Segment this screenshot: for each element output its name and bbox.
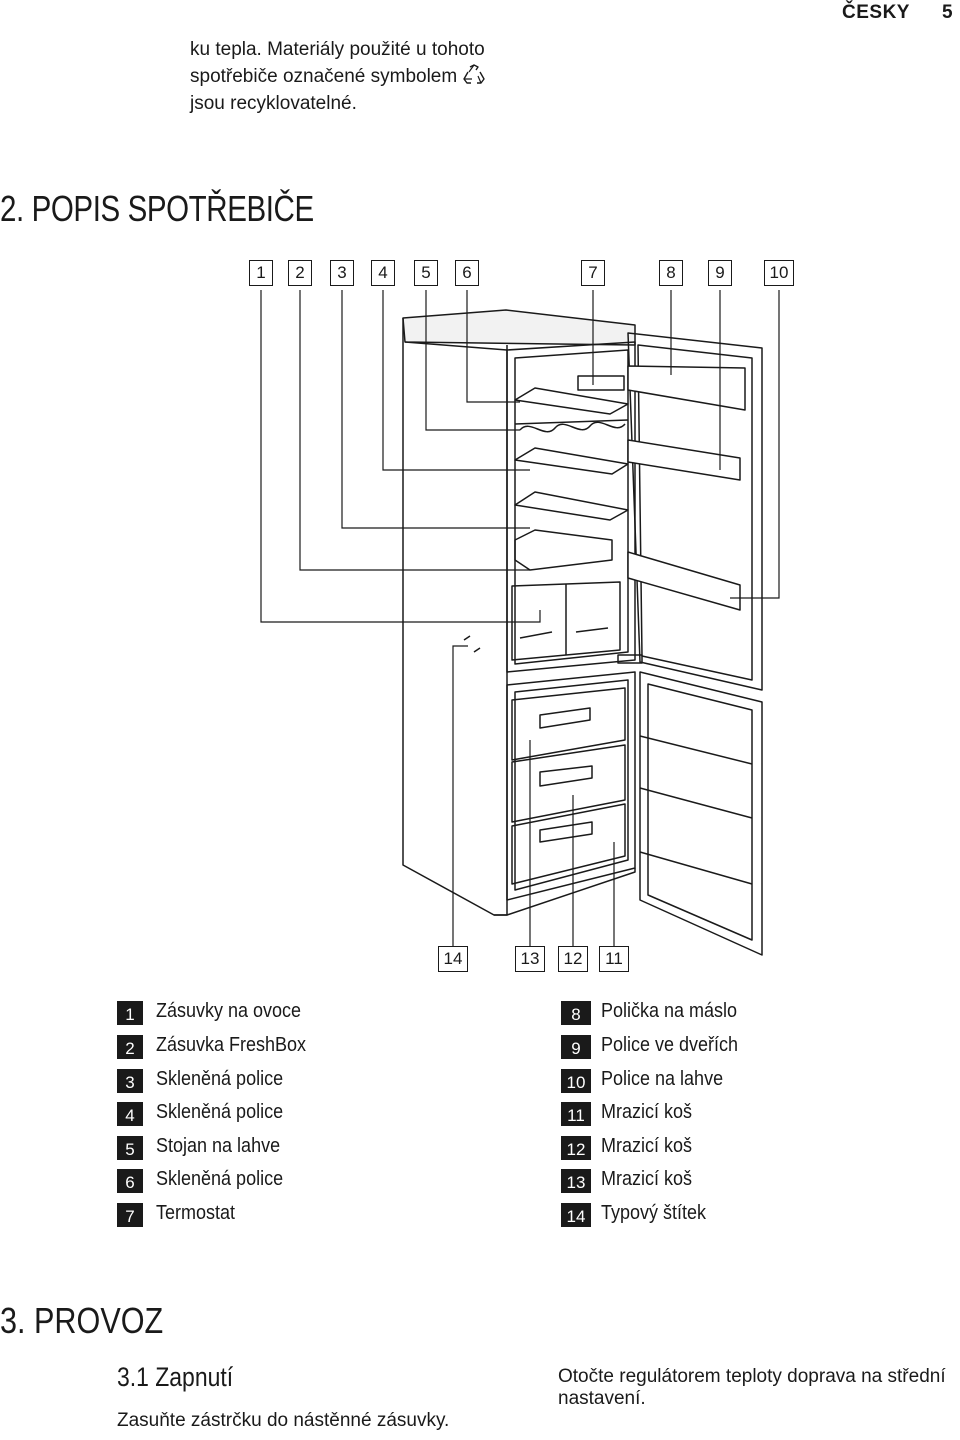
legend-label: Zásuvky na ovoce	[156, 1000, 302, 1022]
legend-label: Police ve dveřích	[601, 1034, 739, 1056]
intro-line-3: jsou recyklovatelné.	[190, 93, 357, 114]
header-language: ČESKY	[842, 2, 910, 23]
callout-13: 13	[515, 946, 545, 972]
section-heading-operation: 3. PROVOZ	[0, 1300, 164, 1341]
intro-line-1: ku tepla. Materiály použité u tohoto	[190, 39, 485, 60]
legend-number: 9	[561, 1035, 591, 1059]
legend-label: Mrazicí koš	[601, 1135, 693, 1157]
intro-line-2: spotřebiče označené symbolem	[190, 63, 520, 90]
callout-6: 6	[455, 260, 479, 286]
legend-label: Stojan na lahve	[156, 1135, 281, 1157]
callout-12: 12	[558, 946, 588, 972]
callout-3: 3	[330, 260, 354, 286]
legend-label: Skleněná police	[156, 1101, 284, 1123]
legend-number: 7	[117, 1203, 143, 1227]
fridge-diagram	[260, 290, 780, 956]
legend-label: Polička na máslo	[601, 1000, 738, 1022]
legend-label: Mrazicí koš	[601, 1168, 693, 1190]
legend-number: 6	[117, 1169, 143, 1193]
legend-number: 4	[117, 1102, 143, 1126]
legend-label: Typový štítek	[601, 1202, 707, 1224]
instruction-set-temperature: Otočte regulátorem teploty doprava na st…	[558, 1366, 946, 1409]
legend-number: 2	[117, 1035, 143, 1059]
legend-label: Skleněná police	[156, 1168, 284, 1190]
legend-number: 8	[561, 1001, 591, 1025]
legend-number: 5	[117, 1136, 143, 1160]
legend-number: 14	[561, 1203, 591, 1227]
callout-4: 4	[371, 260, 395, 286]
callout-7: 7	[581, 260, 605, 286]
legend-number: 3	[117, 1069, 143, 1093]
callout-11: 11	[599, 946, 629, 972]
subsection-heading-switching-on: 3.1 Zapnutí	[117, 1362, 234, 1392]
legend-label: Mrazicí koš	[601, 1101, 693, 1123]
callout-1: 1	[249, 260, 273, 286]
callout-14: 14	[438, 946, 468, 972]
legend-number: 13	[561, 1169, 591, 1193]
section-heading-appliance-description: 2. POPIS SPOTŘEBIČE	[0, 188, 314, 229]
instruction-plug-in: Zasuňte zástrčku do nástěnné zásuvky.	[117, 1410, 450, 1431]
legend-number: 10	[561, 1069, 591, 1093]
callout-10: 10	[764, 260, 794, 286]
legend-label: Skleněná police	[156, 1068, 284, 1090]
legend-number: 11	[561, 1102, 591, 1126]
callout-8: 8	[659, 260, 683, 286]
callout-5: 5	[414, 260, 438, 286]
legend-label: Police na lahve	[601, 1068, 724, 1090]
page-number: 5	[942, 2, 953, 23]
legend-number: 12	[561, 1136, 591, 1160]
intro-paragraph: ku tepla. Materiály použité u tohoto spo…	[190, 36, 520, 117]
callout-2: 2	[288, 260, 312, 286]
legend-label: Zásuvka FreshBox	[156, 1034, 307, 1056]
callout-9: 9	[708, 260, 732, 286]
legend-label: Termostat	[156, 1202, 236, 1224]
legend-number: 1	[117, 1001, 143, 1025]
recycle-icon	[463, 64, 485, 84]
